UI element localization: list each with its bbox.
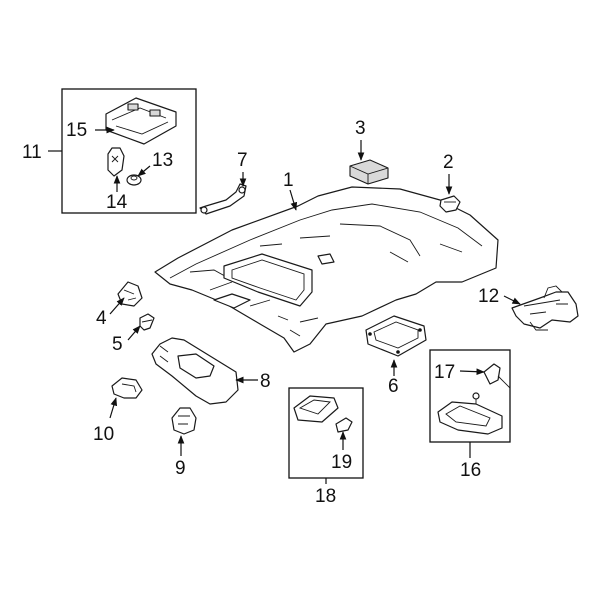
callout-6: 6 [388,376,399,397]
bulb-part-14 [107,147,125,177]
console-part-15 [105,97,177,145]
grab-handle-part-7 [199,183,247,215]
callout-9: 9 [175,458,186,479]
visor-clip-part-10 [111,377,143,399]
callout-18: 18 [315,486,336,507]
screw-part-16 [472,392,480,408]
pad-part-3 [349,159,389,185]
callout-10: 10 [93,424,114,445]
frame-part-6 [365,315,427,357]
lamp-part-18 [293,395,339,423]
bracket-part-12 [511,285,579,331]
callout-labels: 1 2 3 4 5 6 7 8 9 10 11 12 13 14 15 16 1… [22,118,499,507]
pin-part-5 [139,313,155,331]
callout-19: 19 [331,452,352,473]
bulb-part-19 [335,417,353,433]
callout-16: 16 [460,460,481,481]
callout-3: 3 [355,118,366,139]
leader-lines [48,126,521,484]
callout-7: 7 [237,150,248,171]
callout-8: 8 [260,371,271,392]
headliner-part [154,186,499,353]
callout-13: 13 [152,150,173,171]
wire-part-17 [483,363,511,389]
visor-bracket-part-9 [171,407,197,435]
callout-14: 14 [106,192,128,213]
callout-15: 15 [66,120,87,141]
callout-2: 2 [443,152,454,173]
clip-part-13 [126,174,142,186]
callout-11: 11 [22,142,42,163]
callout-4: 4 [96,308,107,329]
clip-part-2 [439,195,461,213]
callout-17: 17 [434,362,455,383]
callout-1: 1 [283,170,294,191]
lamp-part-16 [437,401,503,435]
callout-5: 5 [112,334,123,355]
clip-part-4 [117,281,143,307]
sun-visor-part-8 [151,337,239,405]
callout-12: 12 [478,286,499,307]
